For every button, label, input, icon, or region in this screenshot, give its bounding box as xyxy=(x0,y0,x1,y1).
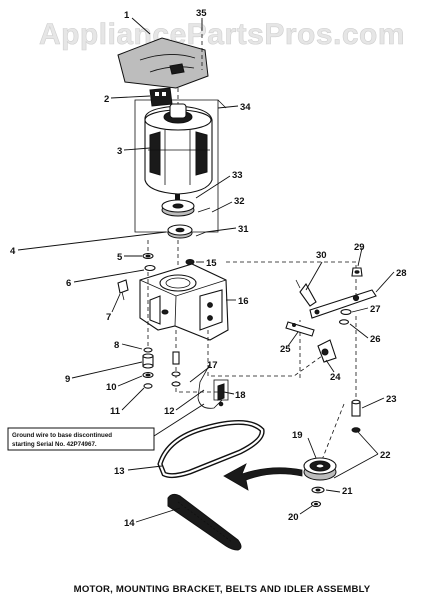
callout-33: 33 xyxy=(232,170,243,181)
callout-29: 29 xyxy=(354,242,365,253)
screw-15 xyxy=(185,259,195,265)
washer-26 xyxy=(338,319,350,325)
mounting-bracket xyxy=(139,263,229,341)
stud-17 xyxy=(171,351,181,387)
callout-4: 4 xyxy=(10,246,16,257)
callout-16: 16 xyxy=(238,296,249,307)
callout-15: 15 xyxy=(206,258,217,269)
callout-20: 20 xyxy=(288,512,299,523)
callout-30: 30 xyxy=(316,250,327,261)
lower-pulley xyxy=(167,224,193,239)
callout-13: 13 xyxy=(114,466,125,477)
pump-belt xyxy=(167,493,242,551)
callout-31: 31 xyxy=(238,224,249,235)
note-line-1: Ground wire to base discontinued xyxy=(12,432,112,439)
direction-arrow xyxy=(223,463,303,491)
bushing-9 xyxy=(142,353,154,369)
washer-10 xyxy=(142,371,154,379)
motor-bracket-outline xyxy=(134,99,227,233)
callout-27: 27 xyxy=(370,304,381,315)
leader-lines xyxy=(17,17,395,523)
callout-1: 1 xyxy=(124,10,130,21)
ground-wire-note: Ground wire to base discontinued startin… xyxy=(7,403,205,451)
watermark: AppliancePartsPros.com xyxy=(39,18,405,51)
set-screw xyxy=(197,207,211,213)
assembly-lines xyxy=(147,20,357,471)
callout-7: 7 xyxy=(106,312,111,323)
callout-10: 10 xyxy=(106,382,117,393)
motor-switch xyxy=(149,87,173,107)
callout-21: 21 xyxy=(342,486,353,497)
grommet-5 xyxy=(142,252,154,260)
callout-3: 3 xyxy=(117,146,122,157)
callout-12: 12 xyxy=(164,406,175,417)
bolt-7 xyxy=(117,279,129,301)
callout-28: 28 xyxy=(396,268,407,279)
washer-27 xyxy=(340,309,352,315)
drive-belt xyxy=(157,420,265,479)
nut-11 xyxy=(143,383,153,389)
spring-25 xyxy=(285,321,315,337)
callout-11: 11 xyxy=(110,406,121,417)
washer-6 xyxy=(144,264,156,272)
callout-34: 34 xyxy=(240,102,251,113)
idler-arm xyxy=(295,279,377,319)
callout-5: 5 xyxy=(117,252,123,263)
callout-14: 14 xyxy=(124,518,135,529)
callout-22: 22 xyxy=(380,450,391,461)
callout-26: 26 xyxy=(370,334,381,345)
diagram-caption: MOTOR, MOUNTING BRACKET, BELTS AND IDLER… xyxy=(74,584,371,595)
washer-21 xyxy=(311,486,325,494)
motor-cover xyxy=(117,37,209,89)
nut-20 xyxy=(310,500,322,508)
ground-wire xyxy=(197,363,229,409)
callout-24: 24 xyxy=(330,372,341,383)
drive-motor xyxy=(144,103,213,208)
nut-29 xyxy=(351,267,363,277)
callout-18: 18 xyxy=(235,390,246,401)
note-line-2: starting Serial No. 42P74967. xyxy=(12,441,97,448)
callout-labels: 1 2 3 4 5 6 7 8 9 10 11 12 13 14 15 16 1… xyxy=(10,8,407,529)
callout-6: 6 xyxy=(66,278,71,289)
motor-pulley xyxy=(161,199,195,217)
callout-25: 25 xyxy=(280,344,291,355)
callout-19: 19 xyxy=(292,430,303,441)
idler-pulley xyxy=(303,457,337,481)
idler-bracket-24 xyxy=(317,339,337,363)
callout-17: 17 xyxy=(207,360,218,371)
idler-shaft-23 xyxy=(351,399,361,433)
callout-9: 9 xyxy=(65,374,70,385)
callout-32: 32 xyxy=(234,196,245,207)
callout-2: 2 xyxy=(104,94,109,105)
spacer-8 xyxy=(143,347,153,353)
key xyxy=(195,231,207,237)
callout-23: 23 xyxy=(386,394,397,405)
callout-8: 8 xyxy=(114,340,119,351)
callout-35: 35 xyxy=(196,8,207,19)
